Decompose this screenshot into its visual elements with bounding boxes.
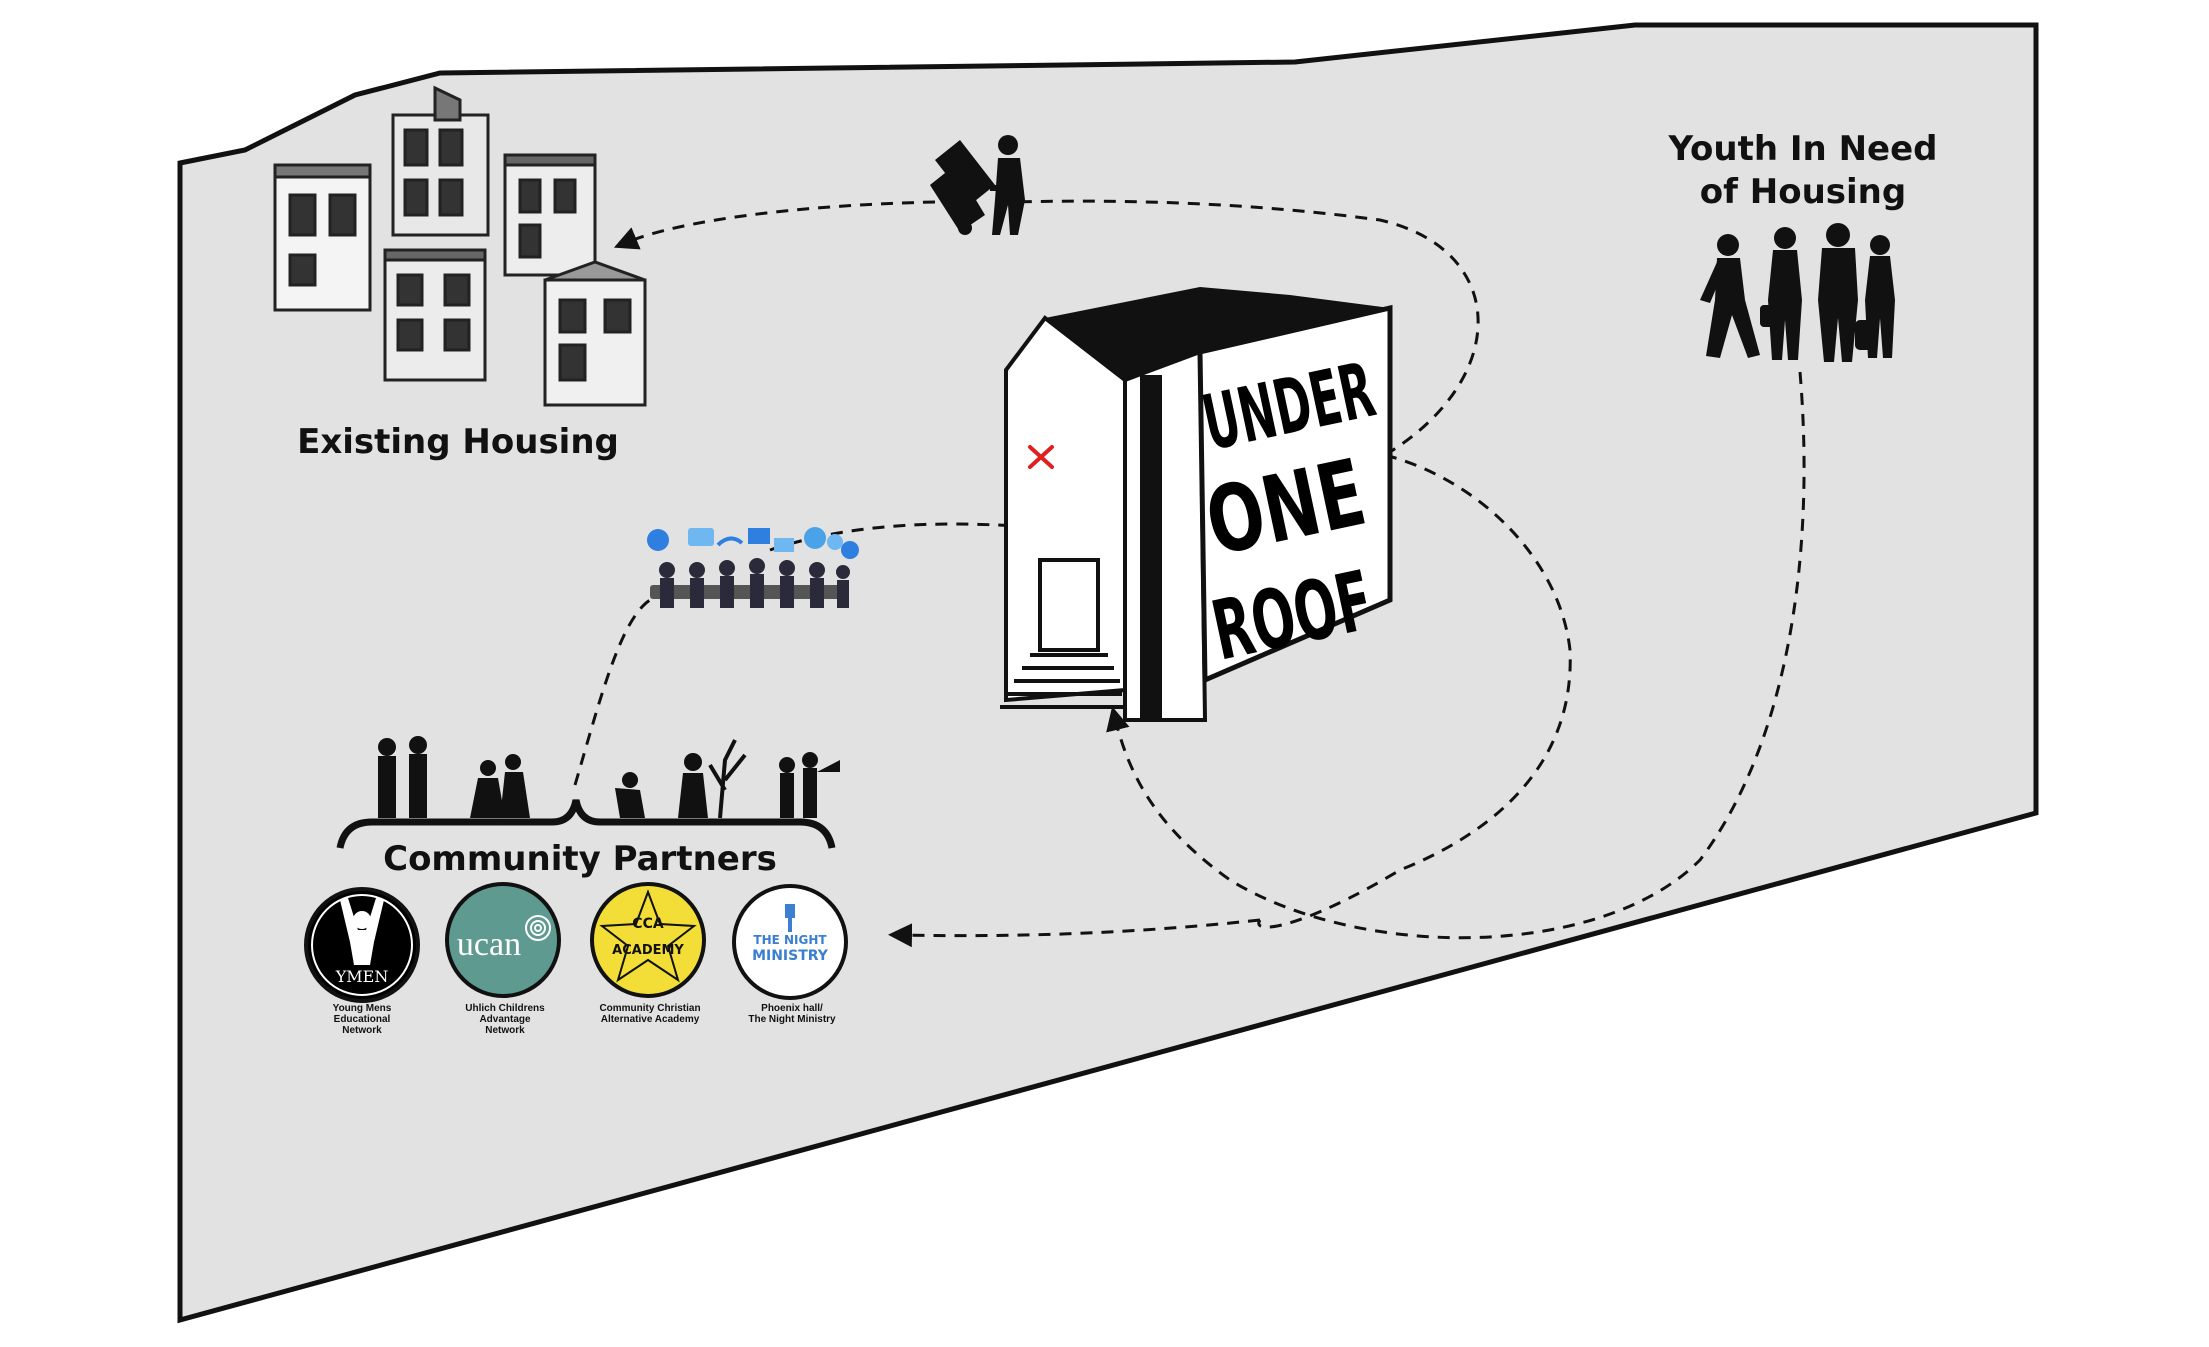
raised-arms-figure-icon [340, 898, 384, 965]
partner-logo-text: YMEN [335, 967, 389, 986]
partner-caption: Young Mens [333, 1003, 392, 1014]
partner-caption: The Night Ministry [748, 1014, 836, 1025]
house-icon [383, 248, 487, 382]
partner-logo-night-ministry: THE NIGHT MINISTRY [732, 884, 848, 1000]
youth-figure-icon [1865, 235, 1895, 358]
youth-figure-icon [1700, 234, 1760, 358]
partner-logo-ymen: YMEN [304, 887, 420, 1003]
door-x-mark-icon [1028, 445, 1054, 469]
partner-logos: YMEN ucan CCA ACADEMY THE NIGH [304, 882, 848, 1003]
partner-logo-text: MINISTRY [752, 948, 829, 964]
flow-path-loop-to-partners [888, 918, 1261, 948]
partner-caption: Alternative Academy [601, 1014, 700, 1025]
house-icon [273, 163, 372, 312]
community-partners-silhouettes [378, 736, 840, 819]
partner-caption: Uhlich Childrens [465, 1003, 545, 1014]
flow-path-roof-loop [1257, 453, 1572, 929]
meeting-group-illustration [647, 527, 859, 608]
gardening-icon [615, 739, 747, 819]
lamp-post-icon [785, 904, 795, 932]
meeting-people-icon [650, 558, 850, 608]
partner-caption: Community Christian [599, 1003, 700, 1014]
partner-caption: Educational [334, 1014, 391, 1025]
youth-figure-icon [1760, 227, 1802, 360]
existing-housing-illustration [273, 85, 647, 407]
partner-caption: Phoenix hall/ [761, 1003, 823, 1014]
flow-path-roof-to-mover [1009, 199, 1480, 457]
building-side-column [1123, 349, 1208, 722]
partner-logo-ucan: ucan [445, 882, 561, 998]
spiral-icon [525, 915, 551, 941]
house-icon [503, 153, 597, 277]
building-side-stripe [1140, 375, 1162, 720]
building-stairs [1000, 653, 1124, 709]
flow-path-partners-to-meeting [573, 598, 651, 786]
building-sign-wall [1197, 304, 1393, 684]
partner-logo-top-text: THE NIGHT [753, 933, 827, 947]
protest-group-icon [779, 752, 840, 818]
building-door [1038, 558, 1100, 652]
building-roof [1045, 287, 1390, 380]
partner-logo-cca: CCA ACADEMY [590, 882, 706, 998]
partner-captions: Young Mens Educational Network Uhlich Ch… [333, 1003, 836, 1036]
partner-logo-top-text: CCA [632, 916, 664, 932]
businesspeople-icon [378, 736, 427, 818]
chat-bubbles-icon [647, 527, 859, 559]
house-icon [543, 260, 647, 407]
partner-caption: Advantage [479, 1014, 531, 1025]
partner-logo-text: ACADEMY [612, 943, 684, 958]
mover-silhouette-icon [930, 135, 1025, 235]
youth-group-silhouette-icon [1700, 223, 1895, 362]
under-one-roof-building: UNDER ONE ROOF [1000, 287, 1393, 722]
youth-label-line2: of Housing [1700, 172, 1906, 212]
partner-caption: Network [485, 1025, 525, 1036]
existing-housing-label: Existing Housing [297, 422, 619, 462]
flow-path-youth-to-building [1106, 371, 1806, 940]
youth-label-line1: Youth In Need [1668, 129, 1938, 169]
star-icon [599, 889, 697, 983]
house-icon [391, 85, 490, 237]
flow-path-mover-to-housing [613, 200, 936, 250]
mentoring-icon [470, 754, 530, 818]
partner-caption: Network [342, 1025, 382, 1036]
partner-logo-text: ucan [457, 926, 521, 963]
community-partners-label: Community Partners [383, 839, 777, 879]
community-bracket [336, 799, 836, 849]
